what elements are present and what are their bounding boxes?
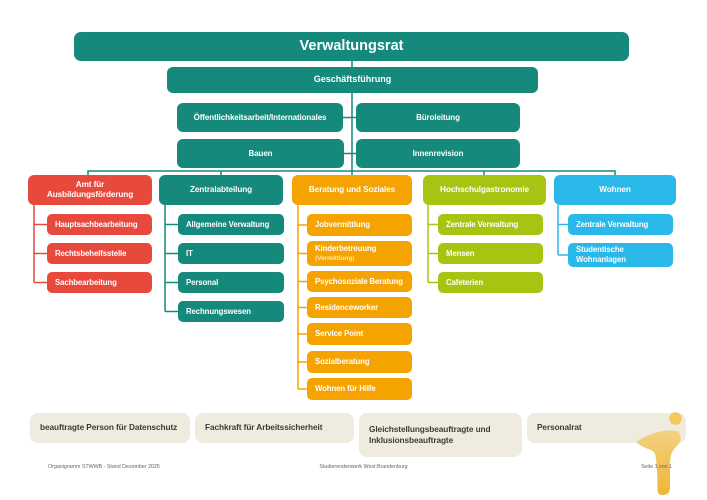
node-allgemeine-verwaltung: Allgemeine Verwaltung: [178, 214, 284, 235]
node-zentrale-verwaltung-gastronomie: Zentrale Verwaltung: [438, 214, 543, 235]
footer-page-number: Seite 1 von 1: [641, 464, 672, 470]
node-wohnen-fuer-hilfe: Wohnen für Hilfe: [307, 378, 412, 400]
node-rechtsbehelfsstelle: Rechtsbehelfsstelle: [47, 243, 152, 264]
dept-beratung-und-soziales: Beratung und Soziales: [292, 175, 412, 205]
node-innenrevision: Innenrevision: [356, 139, 520, 168]
node-residenceworker: Residenceworker: [307, 297, 412, 318]
node-studentische-wohnanlagen: Studentische Wohnanlagen: [568, 243, 673, 267]
node-mensen: Mensen: [438, 243, 543, 264]
node-psychosoziale-beratung: Psychosoziale Beratung: [307, 271, 412, 292]
connector-red: [33, 205, 47, 284]
dept-wohnen: Wohnen: [554, 175, 676, 205]
dept-amt-fuer-ausbildungsfoerderung: Amt für Ausbildungsförderung: [28, 175, 152, 205]
footer-organization: Studierendenwerk West:Brandenburg: [319, 464, 408, 470]
logo-head: [669, 412, 682, 425]
node-service-point: Service Point: [307, 323, 412, 345]
node-bauen: Bauen: [177, 139, 344, 168]
node-rechnungswesen: Rechnungswesen: [178, 301, 284, 322]
node-cafeterien: Cafeterien: [438, 272, 543, 293]
node-it: IT: [178, 243, 284, 264]
staff-box-datenschutz: beauftragte Person für Datenschutz: [30, 413, 190, 443]
dept-hochschulgastronomie: Hochschulgastronomie: [423, 175, 546, 205]
staff-box-gleichstellung-inklusion: Gleichstellungsbeauftragte und Inklusion…: [359, 413, 522, 457]
node-hauptsachbearbeitung: Hauptsachbearbeitung: [47, 214, 152, 235]
node-kinderbetreuung-label: Kinderbetreuung: [315, 244, 377, 254]
footer-document-title: Organigramm STWWB - Stand Dezember 2025: [48, 464, 160, 470]
staff-box-arbeitssicherheit: Fachkraft für Arbeitssicherheit: [195, 413, 354, 443]
node-sozialberatung: Sozialberatung: [307, 351, 412, 373]
connector-orange: [297, 205, 307, 390]
node-geschaeftsfuehrung: Geschäftsführung: [167, 67, 538, 93]
connector-teal: [164, 205, 178, 313]
node-personal: Personal: [178, 272, 284, 293]
node-kinderbetreuung: Kinderbetreuung (Vermittlung): [307, 241, 412, 266]
connector-green: [427, 205, 438, 284]
node-kinderbetreuung-note: (Vermittlung): [315, 254, 355, 262]
node-bueroleitung: Büroleitung: [356, 103, 520, 132]
logo-body: [636, 430, 681, 495]
node-verwaltungsrat: Verwaltungsrat: [74, 32, 629, 61]
dept-zentralabteilung: Zentralabteilung: [159, 175, 283, 205]
node-sachbearbeitung: Sachbearbeitung: [47, 272, 152, 293]
node-zentrale-verwaltung-wohnen: Zentrale Verwaltung: [568, 214, 673, 235]
node-jobvermittlung: Jobvermittlung: [307, 214, 412, 236]
connector-cyan: [557, 205, 568, 256]
node-oeffentlichkeitsarbeit-internationales: Öffentlichkeitsarbeit/Internationales: [177, 103, 343, 132]
